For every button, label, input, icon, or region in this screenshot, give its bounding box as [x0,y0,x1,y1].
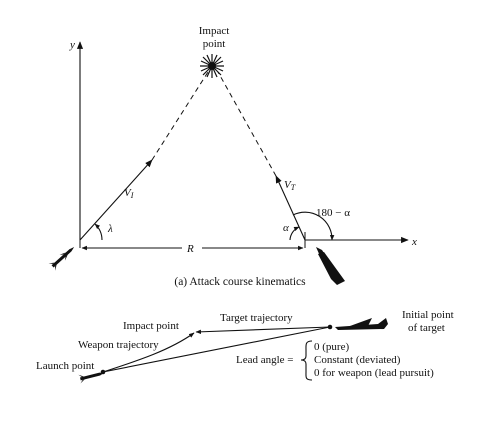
missile-course-dashed [151,71,209,161]
impact-point-label-2: point [203,38,226,50]
lambda-arc [94,223,103,241]
lambda-label: λ [107,223,113,235]
range-label: R [186,243,194,255]
target-aircraft-icon [316,247,345,285]
lead-angle-brace [300,340,313,381]
weapon-trajectory-label: Weapon trajectory [78,339,159,351]
target-trajectory-line [195,326,331,335]
lead-option-2: Constant (deviated) [314,354,401,366]
lead-angle-label: Lead angle = [236,354,294,366]
lead-option-3: 0 for weapon (lead pursuit) [314,367,434,379]
target-trajectory-label: Target trajectory [220,312,293,324]
x-axis-label: x [411,236,417,248]
supplementary-angle-label: 180 − α [316,207,350,219]
lead-line [102,326,331,373]
target-course-dashed [217,71,277,177]
vi-label: VI [124,187,134,200]
impact-burst-icon [200,54,224,78]
supplementary-angle-arc [292,211,335,241]
y-axis-label: y [69,39,75,51]
lead-option-1: 0 (pure) [314,341,349,353]
caption: (a) Attack course kinematics [174,276,306,288]
alpha-arc [289,226,300,241]
weapon-trajectory-curve [102,332,195,373]
launch-missile-icon [78,372,104,384]
impact-point-label-bottom: Impact point [123,320,179,332]
initial-point-label-1: Initial point [402,309,454,321]
missile-velocity-vector [79,159,153,241]
alpha-label: α [283,222,289,234]
initial-point-label-2: of target [408,322,445,334]
vt-label: VT [284,179,296,192]
target-jet-icon [335,318,388,330]
initial-target-point [327,324,333,330]
missile-icon [48,246,75,271]
target-velocity-vector [275,175,306,241]
impact-point-label-1: Impact [199,25,230,37]
launch-point-label: Launch point [36,360,94,372]
